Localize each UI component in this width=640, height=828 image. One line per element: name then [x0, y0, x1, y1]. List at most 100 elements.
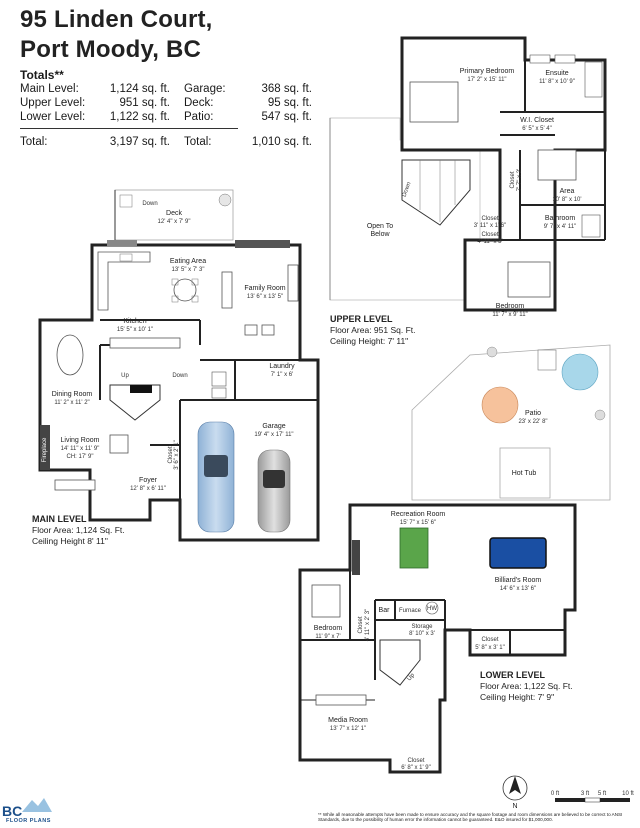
stairs-up-label: Up: [121, 373, 129, 379]
room-name: Storage: [411, 624, 433, 630]
dining-table: [56, 334, 84, 376]
room-name: Hot Tub: [512, 470, 537, 477]
room-dim: 14' 6" x 13' 6": [500, 586, 536, 592]
room-dim: 3' 6" x 2' 1": [174, 440, 180, 470]
water-heater: [425, 601, 439, 615]
lower-walls: [298, 503, 577, 774]
room-dim: 12' 4" x 7' 9": [158, 219, 191, 225]
address-line-1: 95 Linden Court,: [20, 6, 213, 33]
scale-tick: 3 ft: [581, 791, 590, 797]
room-dim: 6' 8" x 1' 9": [401, 765, 431, 771]
up-bedroom-bed: [507, 261, 551, 298]
room-name: Family Room: [244, 285, 285, 292]
totals-value: 3,197 sq. ft.: [109, 136, 170, 148]
area-bed: [537, 149, 577, 181]
room-name: Open To: [367, 223, 393, 230]
primary-bed: [409, 81, 459, 123]
room-name: Closet: [168, 446, 174, 463]
totals-row-main: Main Level:1,124 sq. ft.Garage:368 sq. f…: [20, 83, 312, 95]
stairs-down-label: Down: [172, 373, 187, 379]
main-level: Fireplace Up Down Down Deck: [32, 189, 320, 546]
family-window: [235, 240, 290, 248]
room-dim: 11' 7" x 9' 11": [492, 312, 527, 318]
fireplace-lower: [352, 540, 360, 575]
lower-level: Up Recreation Room 15' 7" x 15' 6" Billi…: [298, 503, 577, 774]
totals-label: Main Level:: [20, 83, 79, 95]
room-name: Garage: [262, 423, 285, 430]
room-dim: CH: 17' 9": [67, 454, 94, 460]
room-dim: 23' x 22' 8": [518, 419, 547, 425]
room-name: Closet: [481, 637, 498, 643]
hot-tub: [499, 447, 551, 499]
room-name: Laundry: [269, 363, 295, 370]
room-name: Furnace: [399, 608, 422, 614]
room-name: Recreation Room: [391, 511, 446, 518]
room-name: Primary Bedroom: [460, 68, 515, 75]
patio-area: Patio 23' x 22' 8" Hot Tub: [411, 344, 611, 501]
room-dim: 11' 9" x 7': [315, 634, 340, 640]
upper-level: Down Primary Bedroom 17' 2" x 15' 11" En…: [329, 36, 607, 346]
room-dim: 3' 11" x 1' 6": [474, 223, 506, 229]
scale-tick: 5 ft: [598, 791, 607, 797]
main-level-ceiling: Ceiling Height 8' 11": [32, 536, 108, 546]
totals-divider: [20, 128, 238, 129]
patio-umbrella-orange: [481, 386, 519, 424]
kitchen-counter: [97, 251, 151, 311]
lower-bed: [311, 584, 341, 618]
north-arrow: N: [502, 775, 528, 810]
room-name: Media Room: [328, 717, 368, 724]
room-dim: 8' 10" x 3': [409, 631, 435, 637]
totals-row-total: Total:3,197 sq. ft.Total:1,010 sq. ft.: [20, 136, 312, 148]
logo-letters: BC: [2, 803, 22, 819]
upper-level-area: Floor Area: 951 Sq. Ft.: [330, 325, 416, 335]
disclaimer: ** While all reasonable attempts have be…: [318, 812, 623, 823]
room-name: Living Room: [61, 437, 100, 444]
fireplace-main: [40, 425, 50, 470]
scale-tick: 10 ft: [622, 791, 634, 797]
totals-label: Upper Level:: [20, 97, 86, 109]
kitchen-window: [107, 240, 137, 246]
totals-value: 368 sq. ft.: [261, 83, 312, 95]
patio-umbrella-blue: [561, 353, 599, 391]
room-name: W.I. Closet: [520, 117, 554, 124]
room-name: Bar: [379, 607, 391, 614]
room-dim: 13' 5" x 7' 3": [172, 267, 205, 273]
room-dim: 4' 11" x 3': [477, 239, 502, 245]
scale-bar: 0 ft 3 ft 5 ft 10 ft: [551, 791, 634, 803]
room-name: HW: [427, 606, 437, 612]
room-dim: 4' 11" x 2' 3": [365, 609, 371, 641]
room-dim: 12' 8" x 6' 11": [130, 486, 166, 492]
room-dim: 15' 7" x 15' 6": [400, 520, 436, 526]
room-dim: 13' 7" x 12' 1": [330, 726, 366, 732]
totals-value: 547 sq. ft.: [261, 111, 312, 123]
room-dim: 10' 8" x 10': [552, 197, 581, 203]
lower-level-area: Floor Area: 1,122 Sq. Ft.: [480, 681, 573, 691]
lower-stairs: [379, 639, 421, 686]
room-name: Closet: [481, 232, 498, 238]
room-name: Below: [370, 231, 390, 238]
sink-icon: [119, 253, 133, 262]
deck-grill: [119, 194, 133, 208]
totals-label: Lower Level:: [20, 111, 86, 123]
room-name: Foyer: [139, 477, 158, 484]
room-dim: 9' 7" x 4' 11": [544, 224, 576, 230]
bc-floorplans-logo: BC: [2, 798, 52, 819]
lower-level-ceiling: Ceiling Height: 7' 9": [480, 692, 554, 702]
patio-outline: [411, 344, 611, 501]
deck-plant: [218, 193, 232, 207]
mountain-icon: [22, 798, 52, 812]
room-name: Closet: [358, 616, 364, 633]
patio-chair: [537, 349, 557, 371]
totals-label: Total:: [20, 136, 48, 148]
room-name: Closet: [481, 216, 498, 222]
stairs-down-label: Down: [402, 181, 413, 197]
room-dim: 7' 7" x 2': [517, 169, 523, 191]
room-name: Billiard's Room: [495, 577, 542, 584]
room-dim: 17' 2" x 15' 11": [467, 77, 506, 83]
totals-value: 95 sq. ft.: [267, 97, 312, 109]
address-line-2: Port Moody, BC: [20, 36, 202, 63]
room-name: Closet: [510, 171, 516, 188]
fireplace-label: Fireplace: [374, 545, 380, 570]
brand-name: FLOOR PLANS: [6, 818, 51, 824]
main-walls: [38, 243, 320, 542]
